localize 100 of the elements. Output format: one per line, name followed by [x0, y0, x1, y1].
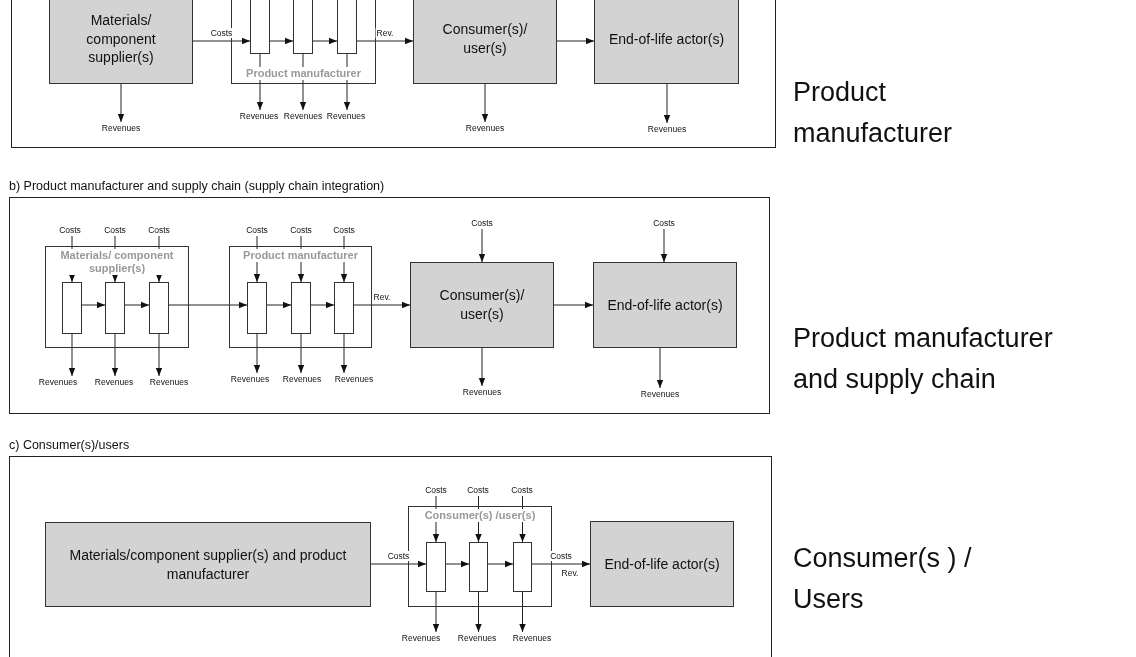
group-title: Product manufacturer [241, 249, 360, 263]
revenue-label: Revenues [455, 632, 499, 644]
edge-label: Costs [209, 28, 234, 38]
edge-label: Rev. [375, 28, 395, 38]
stage-bar [513, 542, 532, 592]
revenue-label: Revenues [147, 376, 191, 388]
edge-label: Rev. [372, 292, 392, 302]
cost-label: Costs [97, 224, 133, 236]
revenue-label: Revenues [463, 122, 507, 134]
cost-label: Costs [464, 217, 500, 229]
revenue-label: Revenues [237, 110, 281, 122]
box-text: End-of-life actor(s) [607, 295, 723, 315]
panel-frame [11, 0, 776, 148]
arrow [445, 560, 470, 568]
arrow [192, 37, 251, 45]
cost-label: Costs [504, 484, 540, 496]
revenue-label: Revenues [638, 388, 682, 400]
arrow [266, 301, 292, 309]
box-text: End-of-life actor(s) [604, 554, 720, 574]
arrow [253, 333, 261, 374]
box-text: Consumer(s)/ user(s) [441, 20, 529, 58]
stage-bar [337, 0, 357, 54]
arrow [356, 37, 414, 45]
box-text: Materials/component supplier(s) and product manufacturer [68, 545, 348, 584]
stage-bar [62, 282, 82, 334]
arrow [155, 333, 163, 377]
arrow [487, 560, 514, 568]
revenue-label: Revenues [510, 632, 554, 644]
arrow [531, 560, 591, 568]
process-box [593, 262, 737, 348]
cost-label: Costs [646, 217, 682, 229]
stage-group-box [45, 246, 189, 348]
process-box [49, 0, 193, 84]
revenue-label: Revenues [332, 373, 376, 385]
arrow [478, 228, 486, 263]
arrow [370, 560, 427, 568]
revenue-label: Revenues [399, 632, 443, 644]
cost-label: Costs [141, 224, 177, 236]
stage-bar [149, 282, 169, 334]
cost-label: Costs [460, 484, 496, 496]
arrow [168, 301, 248, 309]
revenue-label: Revenues [92, 376, 136, 388]
cost-label: Costs [283, 224, 319, 236]
revenue-label: Revenues [645, 123, 689, 135]
arrow [81, 301, 106, 309]
arrow [432, 591, 440, 633]
side-caption: Consumer(s ) / Users [793, 542, 973, 616]
flow-label: Rev. [560, 568, 580, 579]
revenue-label: Revenues [99, 122, 143, 134]
stage-bar [291, 282, 311, 334]
process-box [413, 0, 557, 84]
panel-heading: c) Consumer(s)/users [9, 438, 130, 452]
stage-bar [293, 0, 313, 54]
arrow [660, 228, 668, 263]
arrow [340, 333, 348, 374]
arrow [663, 83, 671, 124]
arrow [310, 301, 335, 309]
arrow [656, 347, 664, 389]
cost-label: Costs [326, 224, 362, 236]
arrow [124, 301, 150, 309]
edge-label: Costs [549, 551, 573, 561]
process-box [594, 0, 739, 84]
revenue-label: Revenues [460, 386, 504, 398]
stage-group-box [231, 0, 376, 84]
revenue-label: Revenues [280, 373, 324, 385]
arrow [353, 301, 411, 309]
arrow [68, 333, 76, 377]
arrow [475, 591, 482, 633]
stage-bar [469, 542, 488, 592]
arrow [269, 37, 294, 45]
panel-heading: b) Product manufacturer and supply chain (supply chain integration) [9, 179, 385, 193]
box-text: Materials/ component supplier(s) [85, 10, 157, 68]
stage-bar [250, 0, 270, 54]
stage-bar [426, 542, 446, 592]
cost-label: Costs [52, 224, 88, 236]
side-caption: Product manufacturer and supply chain [793, 322, 1054, 396]
arrow [312, 37, 338, 45]
arrow [519, 591, 526, 633]
box-text: End-of-life actor(s) [608, 29, 725, 49]
group-title: Consumer(s) /user(s) [422, 509, 538, 523]
stage-group-box [229, 246, 372, 348]
stage-bar [247, 282, 267, 334]
process-box [45, 522, 371, 607]
arrow [297, 333, 305, 374]
cost-label: Costs [239, 224, 275, 236]
process-box [590, 521, 734, 607]
revenue-label: Revenues [281, 110, 325, 122]
side-caption: Product manufacturer [793, 76, 954, 150]
revenue-label: Revenues [36, 376, 80, 388]
arrow [111, 333, 119, 377]
group-title: Product manufacturer [244, 66, 363, 80]
arrow [478, 347, 486, 387]
arrow [481, 83, 489, 123]
cost-label: Costs [418, 484, 454, 496]
stage-bar [105, 282, 125, 334]
stage-bar [334, 282, 354, 334]
arrow [556, 37, 595, 45]
edge-label: Costs [386, 551, 411, 561]
arrow [117, 83, 125, 123]
revenue-label: Revenues [228, 373, 272, 385]
